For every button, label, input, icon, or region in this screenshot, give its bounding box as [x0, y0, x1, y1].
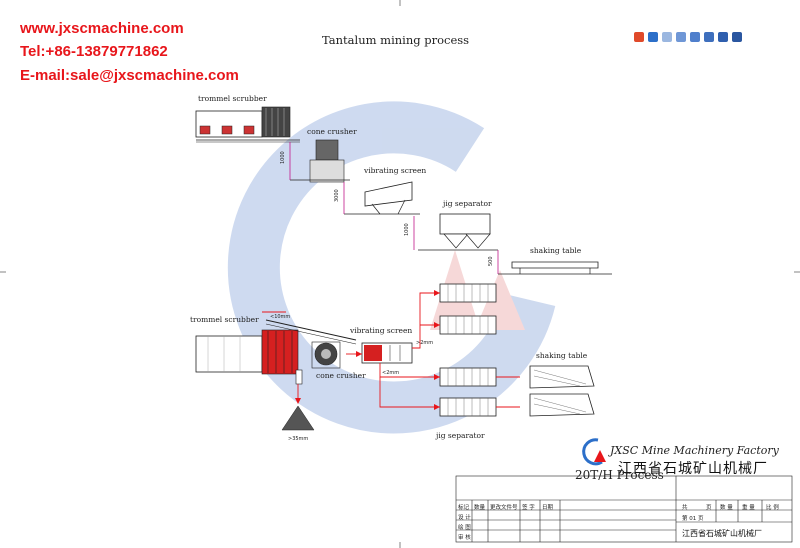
jig-separator-4: [439, 397, 497, 417]
size-lt10-text: <10mm: [270, 314, 290, 320]
bottom-trommel-label: trommel scrubber: [190, 315, 259, 324]
dim-4-text: 500: [488, 256, 494, 266]
tb-sign: 签 字: [522, 505, 535, 511]
phone-text: Tel:+86-13879771862: [20, 43, 168, 60]
top-vibrating-screen-label: vibrating screen: [363, 166, 426, 175]
flow-lines: [262, 292, 520, 408]
top-shaking-table: [498, 261, 612, 275]
shaking-table-2: [529, 393, 595, 417]
tb-marker: 标记: [458, 505, 470, 511]
website-text: www.jxscmachine.com: [20, 20, 184, 37]
process-capacity-label: 20T/H Process: [575, 468, 664, 482]
company-name-en: JXSC Mine Machinery Factory: [610, 444, 779, 457]
bottom-shaking-table-label: shaking table: [536, 351, 588, 360]
company-name-cn: 江西省石城矿山机械厂: [618, 461, 768, 477]
top-cone-crusher-label: cone crusher: [307, 127, 357, 136]
punctuation-icon[interactable]: [662, 32, 672, 42]
tb-qty: 数 量: [720, 505, 733, 511]
tb-date: 日期: [542, 505, 554, 511]
bottom-cone-crusher: [311, 341, 341, 369]
title-block-grid: [455, 475, 793, 543]
flow-arrows: [295, 290, 440, 410]
title-block: 标记 数量 更改文件号 签 字 日期 设 计 绘 图 审 核 共 页 数 量 重…: [456, 476, 792, 542]
tb-drawing: 绘 图: [458, 525, 471, 531]
mic-icon[interactable]: [676, 32, 686, 42]
dim-3-text: 1000: [404, 223, 410, 236]
tools-icon[interactable]: [718, 32, 728, 42]
tb-weight: 重 量: [742, 505, 755, 511]
tb-review: 审 核: [458, 535, 471, 541]
tb-count: 数量: [474, 505, 486, 511]
email-text: E-mail:sale@jxscmachine.com: [20, 67, 239, 84]
size-lt2-text: <2mm: [382, 370, 399, 376]
bottom-cone-crusher-label: cone crusher: [316, 371, 366, 380]
ime-toolbar: [634, 30, 742, 44]
tb-pages: 页: [706, 505, 712, 511]
menu-icon[interactable]: [732, 32, 742, 42]
tb-total: 共: [682, 505, 688, 511]
company-logo-icon: [582, 438, 606, 466]
gravel-pile: [281, 405, 315, 431]
jig-separator-3: [439, 367, 497, 387]
skin-icon[interactable]: [704, 32, 714, 42]
top-vibrating-screen: [344, 181, 420, 215]
tb-ratio: 比 例: [766, 505, 779, 511]
size-gt2-text: >2mm: [416, 340, 433, 346]
page-title: Tantalum mining process: [322, 33, 470, 47]
size-gt35-text: >35mm: [288, 436, 308, 442]
shaking-table-1: [529, 365, 595, 389]
ime-logo-icon[interactable]: [634, 32, 644, 42]
tb-file-no: 更改文件号: [490, 505, 518, 511]
top-trommel-label: trommel scrubber: [198, 94, 267, 103]
top-trommel-scrubber: [195, 106, 300, 143]
tb-design: 设 计: [458, 515, 471, 521]
top-shaking-table-label: shaking table: [530, 246, 582, 255]
top-cone-crusher: [290, 139, 350, 183]
jig-separator-2: [439, 315, 497, 335]
keyboard-icon[interactable]: [690, 32, 700, 42]
bottom-trommel-scrubber: [195, 329, 299, 375]
tb-company-cn: 江西省石城矿山机械厂: [682, 529, 762, 538]
language-icon[interactable]: [648, 32, 658, 42]
top-jig-separator-label: jig separator: [442, 199, 492, 208]
feed-conveyor: [265, 319, 357, 385]
bottom-jig-separator-label: jig separator: [435, 431, 485, 440]
jig-separator-1: [439, 283, 497, 303]
bottom-vibrating-screen-label: vibrating screen: [349, 326, 412, 335]
top-jig-separator: [418, 213, 498, 251]
dim-1-text: 1000: [280, 151, 286, 164]
dimension-lines: [289, 142, 499, 274]
tb-page-no: 第 01 页: [682, 516, 704, 522]
dim-2-text: 3000: [334, 189, 340, 202]
bottom-vibrating-screen: [361, 342, 413, 364]
